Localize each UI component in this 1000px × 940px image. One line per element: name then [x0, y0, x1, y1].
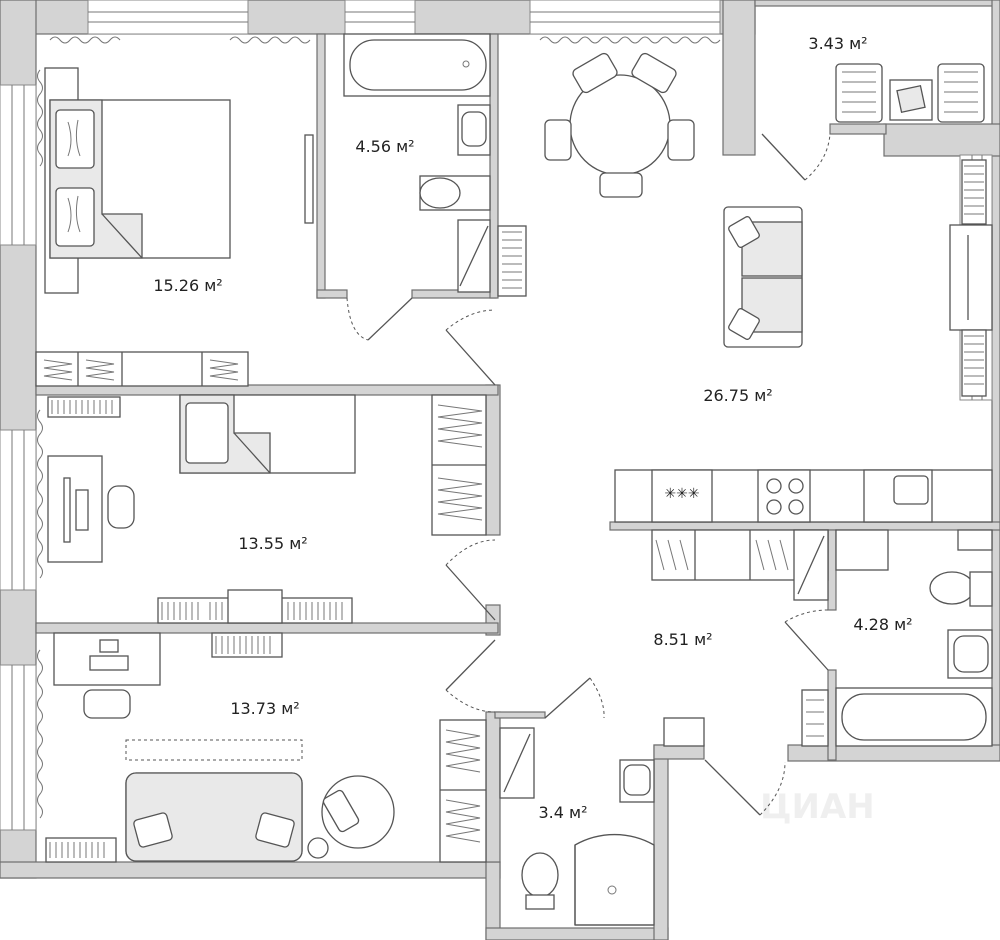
- area-labels: 15.26 м² 4.56 м² 3.43 м² 26.75 м² 13.55 …: [153, 34, 912, 822]
- area-label-wc: 3.4 м²: [538, 803, 587, 822]
- living-room-furniture: ✳✳✳: [544, 52, 993, 601]
- area-label-bedroom-3: 13.73 м²: [230, 699, 299, 718]
- area-label-bedroom-1: 15.26 м²: [153, 276, 222, 295]
- bathroom-1-furniture: [343, 33, 527, 297]
- wc-furniture: [499, 717, 705, 926]
- area-label-balcony: 3.43 м²: [808, 34, 867, 53]
- bathroom-2-furniture: [801, 529, 993, 747]
- doors: [346, 133, 831, 816]
- svg-text:✳✳✳: ✳✳✳: [664, 486, 699, 502]
- bedroom-2-furniture: [47, 394, 487, 624]
- area-label-hallway: 8.51 м²: [653, 630, 712, 649]
- balcony-furniture: [835, 63, 985, 123]
- area-label-living-room: 26.75 м²: [703, 386, 772, 405]
- area-label-bedroom-2: 13.55 м²: [238, 534, 307, 553]
- watermark: ЦИАН: [760, 787, 875, 827]
- area-label-bathroom-1: 4.56 м²: [355, 137, 414, 156]
- bedroom-3-furniture: [45, 632, 487, 863]
- area-label-bathroom-2: 4.28 м²: [853, 615, 912, 634]
- bedroom-1-furniture: [35, 67, 314, 387]
